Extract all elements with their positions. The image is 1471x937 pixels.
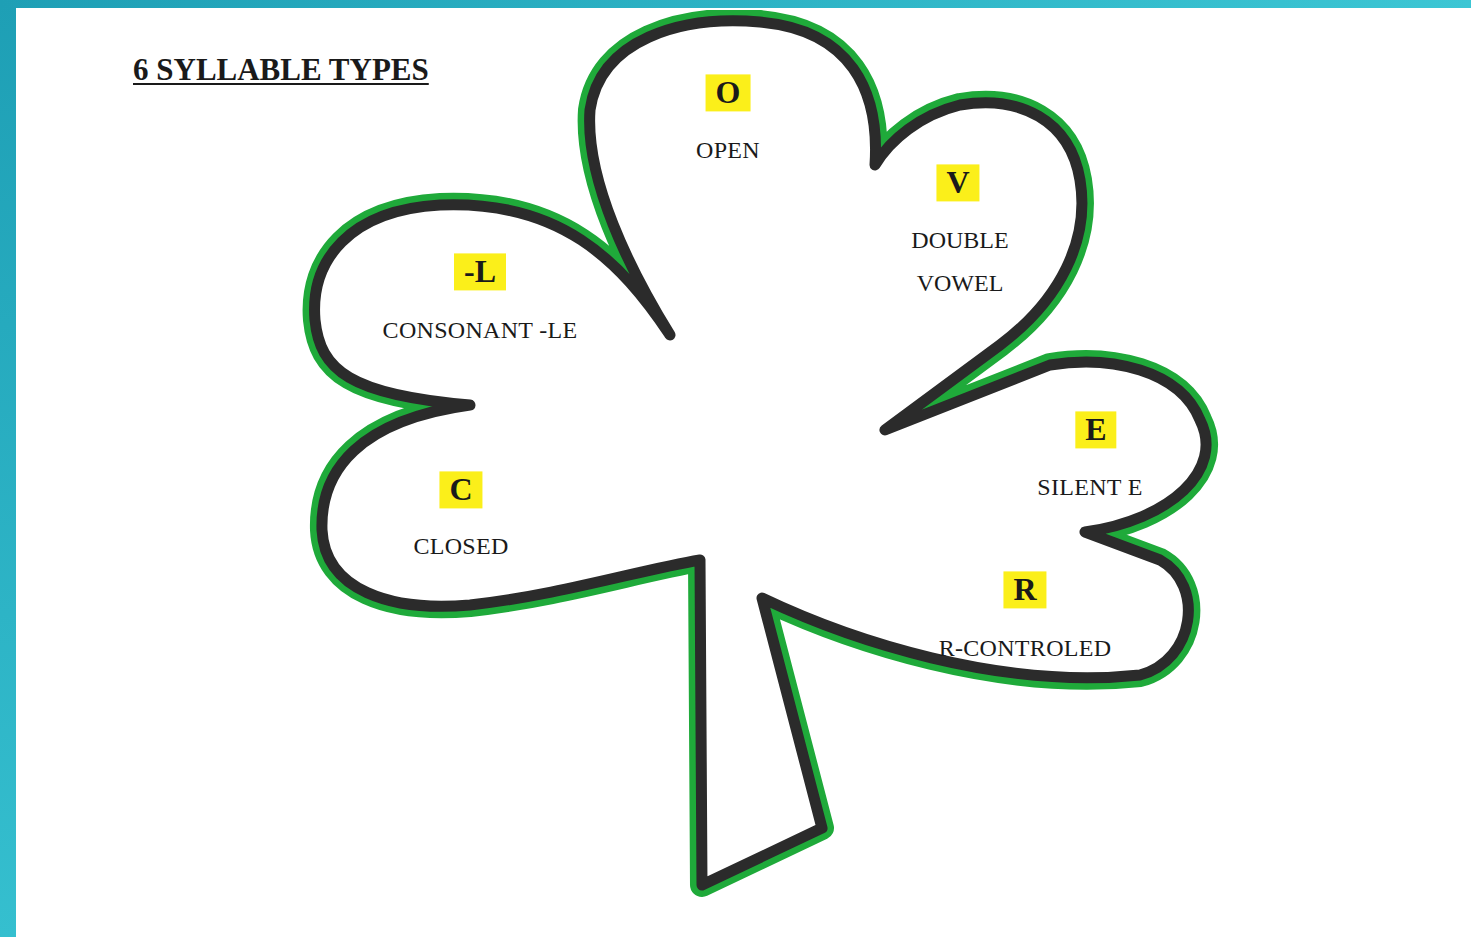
syllable-letter: C: [439, 471, 482, 508]
page-title: 6 SYLLABLE TYPES: [133, 52, 429, 88]
syllable-type: R-CONTROLED: [939, 627, 1112, 669]
shamrock-green-edge: [315, 21, 1206, 885]
syllable-letter: R: [1003, 571, 1046, 608]
frame-band: [0, 0, 1471, 8]
syllable-type: CONSONANT -LE: [383, 309, 578, 351]
shamrock-shape: O OPEN V DOUBLE VOWEL E SILENT E R R-CONTROLED C…: [290, 10, 1235, 920]
frame-band: [0, 0, 16, 937]
shamrock-black-edge: [315, 21, 1206, 885]
syllable-letter: V: [936, 164, 979, 201]
syllable-letter: E: [1075, 411, 1116, 448]
syllable-type: CLOSED: [413, 525, 508, 567]
syllable-type: OPEN: [696, 129, 760, 171]
syllable-letter: -L: [454, 253, 506, 290]
syllable-type: DOUBLE VOWEL: [885, 219, 1035, 305]
syllable-letter: O: [706, 74, 751, 111]
shamrock-outline: [290, 10, 1235, 920]
syllable-type: SILENT E: [1037, 466, 1142, 508]
